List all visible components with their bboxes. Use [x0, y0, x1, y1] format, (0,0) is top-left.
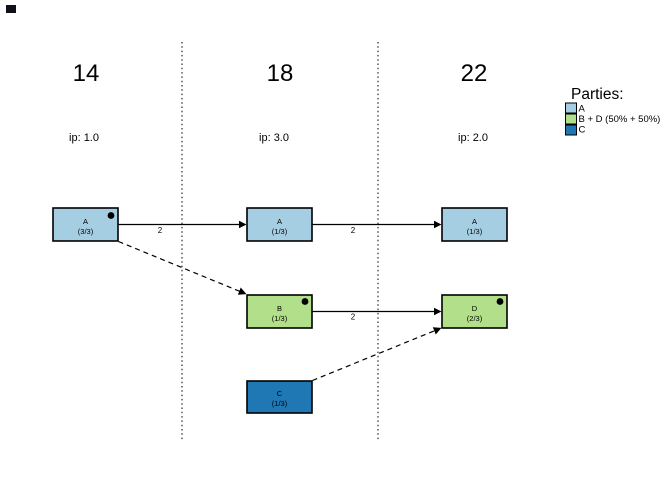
node-a-gen22-label: A: [472, 217, 477, 226]
legend: Parties: A B + D (50% + 50%) C: [565, 86, 661, 136]
node-a-gen18-box: [246, 207, 313, 242]
node-c-gen18-box: [246, 380, 313, 414]
node-a-gen18-fraction: (1/3): [272, 227, 288, 236]
edge-c18-d22-dashed: [312, 327, 442, 382]
node-a-gen14-label: A: [83, 217, 88, 226]
node-a-gen14-box: [52, 207, 119, 242]
node-b-gen18: B (1/3): [246, 294, 313, 329]
edge-a14-b18-dashed: [118, 240, 247, 295]
node-d-gen22-box: [441, 294, 508, 329]
legend-key-a: [565, 102, 577, 114]
legend-title: Parties:: [571, 86, 624, 103]
node-a-gen22: A (1/3): [441, 207, 508, 242]
node-b-gen18-box: [246, 294, 313, 329]
edge-weight-b18-d22: 2: [351, 313, 356, 322]
legend-label-a: A: [579, 104, 586, 115]
edge-weight-a18-a22: 2: [351, 226, 356, 235]
node-a-gen14-fraction: (3/3): [78, 227, 94, 236]
node-a-gen18-label: A: [277, 217, 282, 226]
node-a-gen14: A (3/3): [52, 207, 119, 242]
generation-header-2: 18: [267, 60, 294, 87]
ip-label-2: ip: 3.0: [259, 132, 289, 144]
node-a-gen18: A (1/3): [246, 207, 313, 242]
edge-weight-a14-a18: 2: [158, 226, 163, 235]
node-a-gen22-fraction: (1/3): [467, 227, 483, 236]
ip-label-3: ip: 2.0: [458, 132, 488, 144]
node-a-gen22-box: [441, 207, 508, 242]
generation-header-3: 22: [461, 60, 488, 87]
legend-key-c: [565, 124, 577, 136]
node-b-gen18-dot: [301, 298, 309, 305]
node-c-gen18: C (1/3): [246, 380, 313, 414]
node-a-gen14-dot: [107, 212, 115, 219]
generation-header-1: 14: [73, 60, 100, 87]
legend-label-bd: B + D (50% + 50%): [579, 114, 661, 125]
node-d-gen22: D (2/3): [441, 294, 508, 329]
node-d-gen22-label: D: [472, 304, 478, 313]
cursor-artifact: [6, 5, 16, 13]
node-b-gen18-fraction: (1/3): [272, 314, 288, 323]
node-b-gen18-label: B: [277, 304, 282, 313]
node-d-gen22-dot: [496, 298, 504, 305]
node-c-gen18-label: C: [277, 389, 283, 398]
node-c-gen18-fraction: (1/3): [272, 399, 288, 408]
node-d-gen22-fraction: (2/3): [467, 314, 483, 323]
ip-label-1: ip: 1.0: [69, 132, 99, 144]
legend-label-c: C: [579, 125, 586, 136]
legend-key-bd: [565, 113, 577, 125]
